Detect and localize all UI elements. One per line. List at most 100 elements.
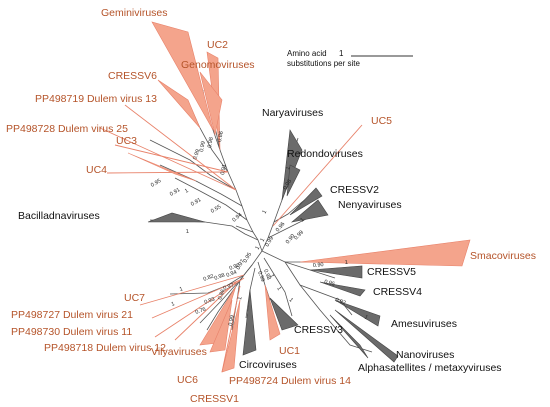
highlight-clades	[127, 21, 471, 373]
clade-label: CRESSV5	[367, 266, 416, 278]
support-value: 0.98	[207, 137, 215, 149]
clade-label: UC7	[124, 292, 145, 304]
clade-label: Circoviruses	[239, 359, 297, 371]
scale-bar-value: 1	[339, 49, 344, 58]
support-value: 0.91	[220, 164, 228, 176]
clade-label: CRESSV3	[294, 324, 343, 336]
clade-cressv4	[319, 281, 366, 297]
support-value: 1	[260, 237, 267, 243]
support-value: 0.99	[192, 149, 201, 161]
clade-label: PP498730 Dulem virus 11	[11, 326, 132, 338]
support-value: 0.99	[199, 141, 207, 153]
highlight-branches	[99, 104, 363, 373]
support-value: 1	[268, 274, 275, 279]
support-value: 0.94	[231, 212, 243, 223]
clade-label: Alphasatellites / metaxyviruses	[358, 362, 502, 374]
clade-nenyaviruses	[290, 199, 329, 223]
clade-label: Geminiviruses	[101, 7, 168, 19]
support-value: 1	[345, 260, 349, 266]
support-value: 0.91	[190, 197, 202, 208]
clade-label: UC6	[177, 374, 198, 386]
clade-smacoviruses	[299, 239, 471, 267]
clade-label: PP498724 Dulem virus 14	[229, 375, 351, 387]
clade-label: UC2	[207, 39, 228, 51]
support-value: 0.99	[265, 236, 276, 248]
support-value: 1	[186, 229, 190, 235]
clade-label: UC3	[116, 135, 137, 147]
support-value: 1	[179, 286, 184, 293]
scale-bar-label-line2: substitutions per site	[287, 59, 360, 68]
clade-label: Amesuviruses	[391, 318, 457, 330]
support-value: 0.55	[210, 204, 222, 215]
clade-cressv1	[221, 299, 241, 373]
clade-amesuviruses	[334, 299, 381, 327]
clade-labels: Geminiviruses UC2 Genomoviruses CRESSV6 …	[6, 7, 536, 405]
clade-label: Nenyaviruses	[338, 199, 402, 211]
support-value: 0.82	[203, 274, 215, 283]
clade-label: Redondoviruses	[287, 148, 363, 160]
support-value: 0.97	[236, 259, 247, 271]
support-values: 0.99 0.98 0.86 0.99 0.91 1 0.95 0.91 0.9…	[150, 131, 369, 327]
clade-label: Vilyaviruses	[151, 346, 207, 358]
clade-label: CRESSV6	[108, 70, 157, 82]
support-value: 1	[184, 188, 190, 195]
clade-cressv6	[157, 79, 201, 129]
support-value: 0.95	[150, 178, 162, 189]
clade-redondoviruses	[286, 164, 301, 197]
clade-label: UC5	[371, 115, 392, 127]
support-value: 1	[262, 209, 269, 215]
reference-clades	[147, 129, 399, 363]
clade-label: PP498718 Dulem virus 12	[44, 342, 166, 354]
support-value: 0.99	[293, 230, 305, 242]
clade-label: Naryaviruses	[262, 107, 323, 119]
support-value: 1	[171, 301, 176, 308]
support-value: 0.99	[256, 271, 265, 283]
clade-genomoviruses	[199, 71, 223, 136]
support-value: 1	[288, 297, 294, 303]
support-value: 1	[363, 315, 369, 322]
clade-geminiviruses	[151, 21, 214, 131]
support-value: 0.97	[223, 283, 235, 292]
support-value: 0.98	[262, 269, 271, 281]
support-value: 0.98	[214, 273, 226, 282]
clade-cressv2	[289, 187, 323, 216]
clade-nanoviruses	[334, 309, 399, 363]
clade-label: PP498727 Dulem virus 21	[11, 309, 133, 321]
support-value: 0.93	[204, 297, 216, 306]
clade-label: Bacilladnaviruses	[18, 210, 100, 222]
support-value: 0.98	[283, 179, 294, 191]
clade-label: UC4	[86, 164, 107, 176]
support-value: 0.86	[217, 131, 225, 143]
support-value: 0.86	[217, 289, 226, 301]
clade-uc6	[209, 299, 233, 353]
support-value: 1	[237, 296, 243, 300]
support-value: 0.96	[275, 221, 286, 233]
scale-bar-label-line1: Amino acid	[287, 49, 327, 58]
clade-uc3	[127, 152, 197, 182]
clade-cressv3	[269, 297, 299, 331]
clade-circoviruses	[242, 289, 257, 356]
support-value: 1	[255, 245, 262, 251]
clade-label: UC1	[279, 345, 300, 357]
clade-alphasatellites	[329, 314, 369, 359]
clade-label: CRESSV1	[190, 393, 239, 405]
support-value: 0.91	[169, 187, 181, 198]
support-value: 0.95	[243, 252, 254, 264]
support-value: 1	[285, 166, 292, 171]
clade-label: CRESSV4	[373, 286, 422, 298]
support-value: 0.94	[226, 270, 238, 279]
support-value: 0.90	[313, 262, 324, 269]
clade-label: Nanoviruses	[396, 349, 454, 361]
support-value: 1	[299, 217, 305, 224]
support-value: 0.90	[285, 233, 296, 245]
support-value: 0.99	[228, 315, 236, 327]
clade-label: CRESSV2	[330, 184, 379, 196]
support-value: 0.95	[323, 279, 335, 288]
scale-bar: Amino acid substitutions per site 1	[287, 49, 413, 68]
clade-label: PP498728 Dulem virus 25	[6, 123, 128, 135]
clade-label: Genomoviruses	[181, 59, 255, 71]
support-value: 0.92	[334, 297, 346, 306]
clade-bacilladnaviruses	[147, 212, 206, 223]
support-value: 0.76	[195, 307, 207, 316]
